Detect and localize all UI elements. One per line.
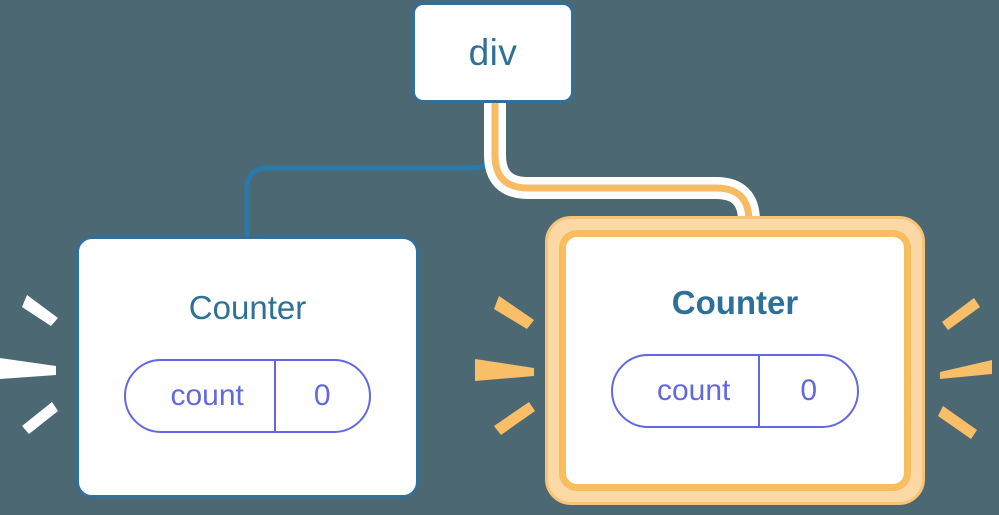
sparks-counter-right-right xyxy=(938,298,992,439)
node-counter-left-title: Counter xyxy=(188,289,307,326)
spark-icon xyxy=(494,296,534,329)
spark-icon xyxy=(938,406,977,439)
node-counter-right-inner: Counter count 0 xyxy=(559,230,911,491)
sparks-counter-left xyxy=(0,295,58,434)
state-key: count xyxy=(170,379,244,412)
node-div-label: div xyxy=(468,32,518,73)
spark-icon xyxy=(22,295,58,326)
node-div[interactable]: div xyxy=(412,2,574,103)
edge-div-to-counter-left xyxy=(244,103,496,236)
state-key: count xyxy=(656,374,731,407)
spark-icon xyxy=(475,359,534,381)
node-counter-right[interactable]: Counter count 0 xyxy=(545,216,925,505)
state-pill-counter-right: count 0 xyxy=(610,354,860,428)
state-pill-counter-left: count 0 xyxy=(124,359,371,433)
state-value: 0 xyxy=(758,356,857,426)
spark-icon xyxy=(22,402,58,434)
spark-icon xyxy=(940,360,992,379)
spark-icon xyxy=(494,402,535,435)
sparks-counter-right-left xyxy=(475,296,535,435)
state-value: 0 xyxy=(273,361,369,431)
spark-icon xyxy=(0,358,56,379)
spark-icon xyxy=(942,298,980,330)
node-counter-right-title: Counter xyxy=(671,284,799,321)
node-counter-left[interactable]: Counter count 0 xyxy=(76,236,419,498)
